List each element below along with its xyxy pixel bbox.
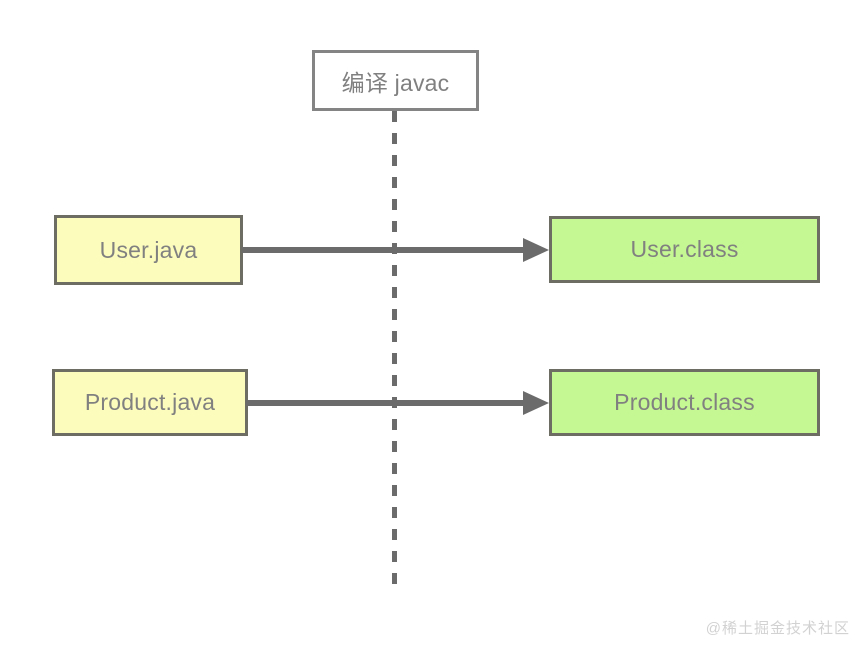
phase-box-compile[interactable]: 编译 javac xyxy=(312,50,479,111)
source-file-box-user[interactable]: User.java xyxy=(54,215,243,285)
output-class-box-user[interactable]: User.class xyxy=(549,216,820,283)
phase-box-label: 编译 javac xyxy=(341,69,450,96)
source-file-box-product[interactable]: Product.java xyxy=(52,369,248,436)
output-class-label-product: Product.class xyxy=(614,389,755,415)
source-file-label-product: Product.java xyxy=(84,389,216,415)
output-class-box-product[interactable]: Product.class xyxy=(549,369,820,436)
source-file-label-user: User.java xyxy=(99,236,198,263)
arrow-shaft xyxy=(246,400,527,406)
watermark: @稀土掘金技术社区 xyxy=(705,620,850,637)
compile-lifeline-dashed xyxy=(392,111,397,589)
arrow-head-icon xyxy=(523,391,549,415)
arrow-shaft xyxy=(242,247,527,253)
arrow-head-icon xyxy=(523,238,549,262)
output-class-label-user: User.class xyxy=(630,236,739,262)
